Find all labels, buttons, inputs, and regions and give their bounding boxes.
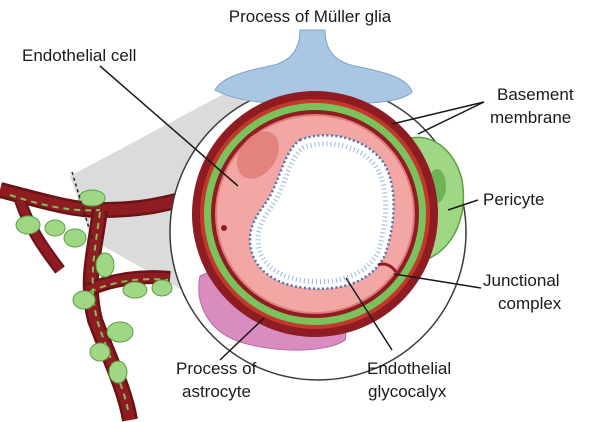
label-astrocyte-line1: Process of (176, 359, 257, 378)
label-pericyte: Pericyte (483, 190, 544, 209)
label-muller-glia: Process of Müller glia (229, 7, 392, 26)
label-junctional-line2: complex (498, 294, 562, 313)
capillary-network (0, 171, 182, 422)
junctional-complex (377, 262, 398, 273)
endothelial-nucleus (237, 131, 279, 179)
label-glycocalyx-line1: Endothelial (367, 359, 451, 378)
leader-lines (99, 65, 485, 361)
label-junctional-line1: Junctional (483, 271, 560, 290)
label-basement-line2: membrane (490, 108, 571, 127)
endothelium-inner-edge (215, 114, 415, 314)
label-glycocalyx-line2: glycocalyx (368, 382, 447, 401)
glycocalyx-layer (255, 141, 388, 285)
label-endothelial-cell: Endothelial cell (22, 46, 136, 65)
label-astrocyte-line2: astrocyte (182, 382, 251, 401)
junction-left-contact (221, 225, 227, 231)
label-basement-line1: Basement (497, 85, 574, 104)
